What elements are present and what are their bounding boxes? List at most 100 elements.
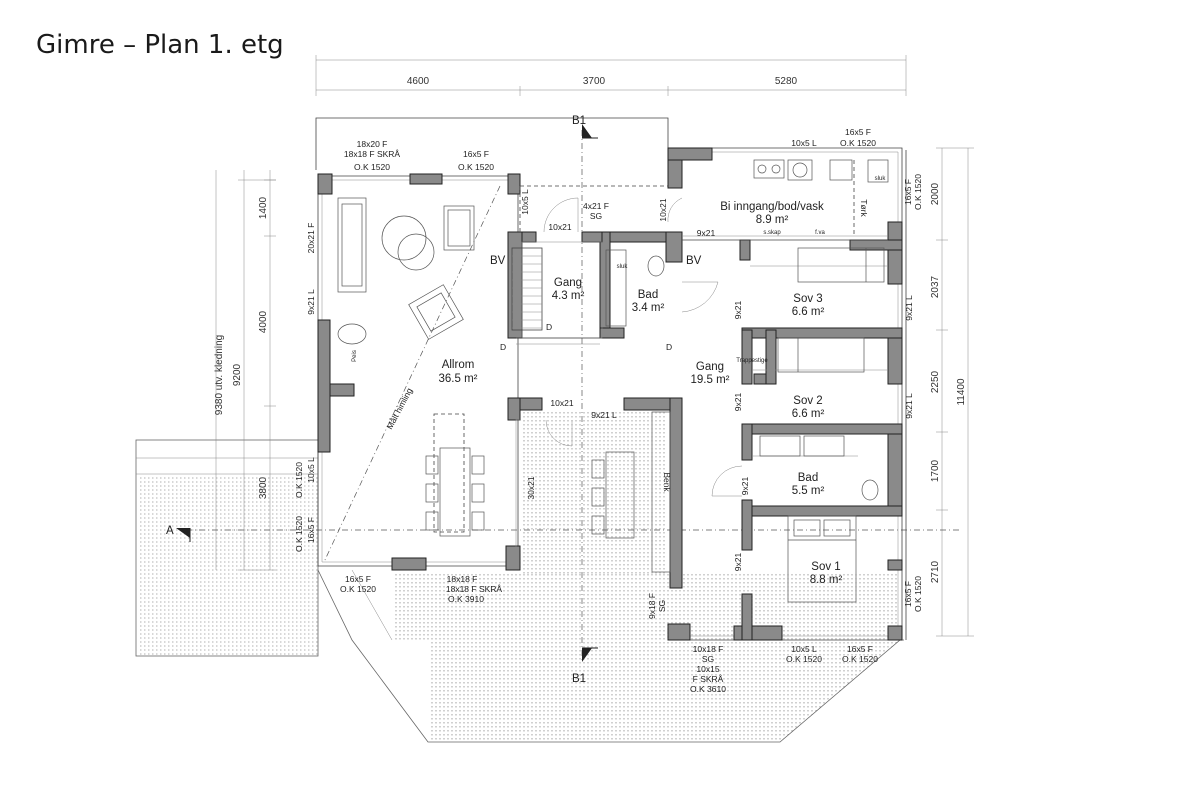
annotation-tork: Tørk bbox=[859, 199, 869, 217]
page-title: Gimre – Plan 1. etg bbox=[36, 30, 284, 60]
win-bottom-left-b: O.K 1520 bbox=[340, 584, 376, 594]
win-right-top-b: O.K 1520 bbox=[913, 174, 923, 210]
annotation-s-skap: s.skap bbox=[763, 230, 781, 236]
room-sov3-area: 6.6 m² bbox=[792, 306, 825, 318]
section-b1-bottom: B1 bbox=[572, 673, 586, 685]
room-allrom-name: Allrom bbox=[442, 359, 475, 371]
win-right-bottom-a: 16x5 F bbox=[903, 581, 913, 607]
bedroom-furniture bbox=[605, 159, 889, 603]
annotation-peis: Peis bbox=[352, 350, 358, 362]
door-bottom-d: F SKRÅ bbox=[693, 674, 724, 684]
room-bad-large-name: Bad bbox=[798, 472, 818, 484]
dim-right-4: 1700 bbox=[930, 459, 941, 482]
door-bottom-e: O.K 3610 bbox=[690, 684, 726, 694]
win-left-16x5: 16x5 F bbox=[306, 517, 316, 543]
door-9x21-sov2: 9x21 bbox=[733, 393, 743, 412]
annotation-malt-himling: Målt himling bbox=[384, 386, 414, 431]
dim-right-total: 11400 bbox=[956, 378, 967, 406]
annotation-trappestige: Trappestige bbox=[736, 358, 768, 364]
section-a: A bbox=[166, 525, 960, 542]
annotation-bv-right: BV bbox=[686, 255, 702, 267]
room-gang-large-area: 19.5 m² bbox=[691, 374, 730, 386]
door-bottom-c: 10x15 bbox=[696, 664, 719, 674]
dim-left-3: 3800 bbox=[258, 476, 269, 499]
dim-right-3: 2250 bbox=[930, 370, 941, 393]
room-bad-small-area: 3.4 m² bbox=[632, 302, 665, 314]
room-sov3-name: Sov 3 bbox=[793, 293, 822, 305]
win-bottom-r1-b: O.K 1520 bbox=[786, 654, 822, 664]
stairs bbox=[511, 247, 543, 331]
door-9x21-sov3: 9x21 bbox=[733, 301, 743, 320]
door-bottom-a: 10x18 F bbox=[693, 644, 724, 654]
win-top-left-c: O.K 1520 bbox=[354, 162, 390, 172]
win-right-sov3: 9x21 L bbox=[904, 295, 914, 321]
room-sov2-area: 6.6 m² bbox=[792, 408, 825, 420]
ceiling-line bbox=[323, 185, 501, 563]
win-top-right-c: O.K 1520 bbox=[840, 138, 876, 148]
win-top-right-a: 10x5 L bbox=[791, 138, 817, 148]
win-top-left-b: 18x18 F SKRÅ bbox=[344, 149, 401, 159]
annotation-sluk-1: sluk bbox=[617, 264, 629, 270]
dim-top-3: 5280 bbox=[775, 76, 798, 87]
section-b1-top: B1 bbox=[572, 115, 586, 127]
win-top-mid-b: O.K 1520 bbox=[458, 162, 494, 172]
door-10x21-gang: 10x21 bbox=[548, 222, 571, 232]
wall-segments bbox=[317, 147, 903, 641]
section-a-marker: A bbox=[166, 525, 174, 537]
room-sov1-area: 8.8 m² bbox=[810, 574, 843, 586]
dim-left-total: 9200 bbox=[232, 363, 243, 386]
annotation-d1: D bbox=[500, 342, 506, 352]
door-9x21-bad: 9x21 bbox=[740, 477, 750, 496]
dim-top-2: 3700 bbox=[583, 76, 606, 87]
room-sov2-name: Sov 2 bbox=[793, 395, 822, 407]
win-bottom-r2-a: 16x5 F bbox=[847, 644, 873, 654]
room-bad-small-name: Bad bbox=[638, 289, 658, 301]
door-30x21: 30x21 bbox=[526, 476, 536, 499]
win-left-ok2: O.K 1520 bbox=[294, 516, 304, 552]
annotation-f-va: f.va bbox=[815, 230, 825, 236]
door-10x21-kitchen: 10x21 bbox=[550, 398, 573, 408]
door-9x21-l: 9x21 L bbox=[591, 410, 617, 420]
room-bad-large-area: 5.5 m² bbox=[792, 485, 825, 497]
room-labels: Allrom 36.5 m² Gang 4.3 m² Bad 3.4 m² Bi… bbox=[439, 201, 843, 586]
win-bottom-r2-b: O.K 1520 bbox=[842, 654, 878, 664]
door-swings bbox=[543, 197, 743, 497]
win-right-top-a: 16x5 F bbox=[903, 179, 913, 205]
door-9x18-sg: SG bbox=[657, 600, 667, 612]
roof-outline bbox=[315, 117, 907, 640]
room-sov1-name: Sov 1 bbox=[811, 561, 840, 573]
section-b1: B1 B1 bbox=[572, 115, 598, 685]
dim-left-label: 9380 utv. kledning bbox=[214, 335, 225, 415]
annotation-d2: D bbox=[546, 322, 552, 332]
win-right-sov2: 9x21 L bbox=[904, 393, 914, 419]
win-bottom-mid-b: 18x18 F SKRÅ bbox=[446, 584, 503, 594]
door-10x21-bi: 10x21 bbox=[658, 198, 668, 221]
dim-right-5: 2710 bbox=[930, 560, 941, 583]
dim-right-2: 2037 bbox=[930, 275, 941, 298]
win-left-20x21: 20x21 F bbox=[306, 223, 316, 254]
dim-left-2: 4000 bbox=[258, 310, 269, 333]
dimension-top: 4600 3700 5280 bbox=[315, 55, 907, 96]
win-bottom-mid-a: 18x18 F bbox=[447, 574, 478, 584]
dim-right-1: 2000 bbox=[930, 182, 941, 205]
door-9x21-bi: 9x21 bbox=[697, 228, 716, 238]
win-right-bottom-b: O.K 1520 bbox=[913, 576, 923, 612]
win-left-9x21: 9x21 L bbox=[306, 289, 316, 315]
win-bottom-r1-a: 10x5 L bbox=[791, 644, 817, 654]
room-allrom-area: 36.5 m² bbox=[439, 373, 478, 385]
door-4x21: 4x21 F bbox=[583, 201, 609, 211]
window-labels: 18x20 F 18x18 F SKRÅ O.K 1520 16x5 F O.K… bbox=[294, 127, 923, 694]
annotation-d3: D bbox=[666, 342, 672, 352]
living-furniture bbox=[337, 197, 671, 573]
door-9x18: 9x18 F bbox=[647, 593, 657, 619]
door-bottom-b: SG bbox=[702, 654, 714, 664]
door-sg: SG bbox=[590, 211, 602, 221]
win-top-right-b: 16x5 F bbox=[845, 127, 871, 137]
door-10x5l: 10x5 L bbox=[520, 189, 530, 215]
annotation-sluk-2: sluk bbox=[875, 176, 887, 182]
dimension-right: 2000 2037 2250 1700 2710 11400 bbox=[930, 147, 974, 637]
win-top-left-a: 18x20 F bbox=[357, 139, 388, 149]
annotation-benk: Benk bbox=[662, 472, 672, 492]
room-bi-inngang-area: 8.9 m² bbox=[756, 214, 789, 226]
